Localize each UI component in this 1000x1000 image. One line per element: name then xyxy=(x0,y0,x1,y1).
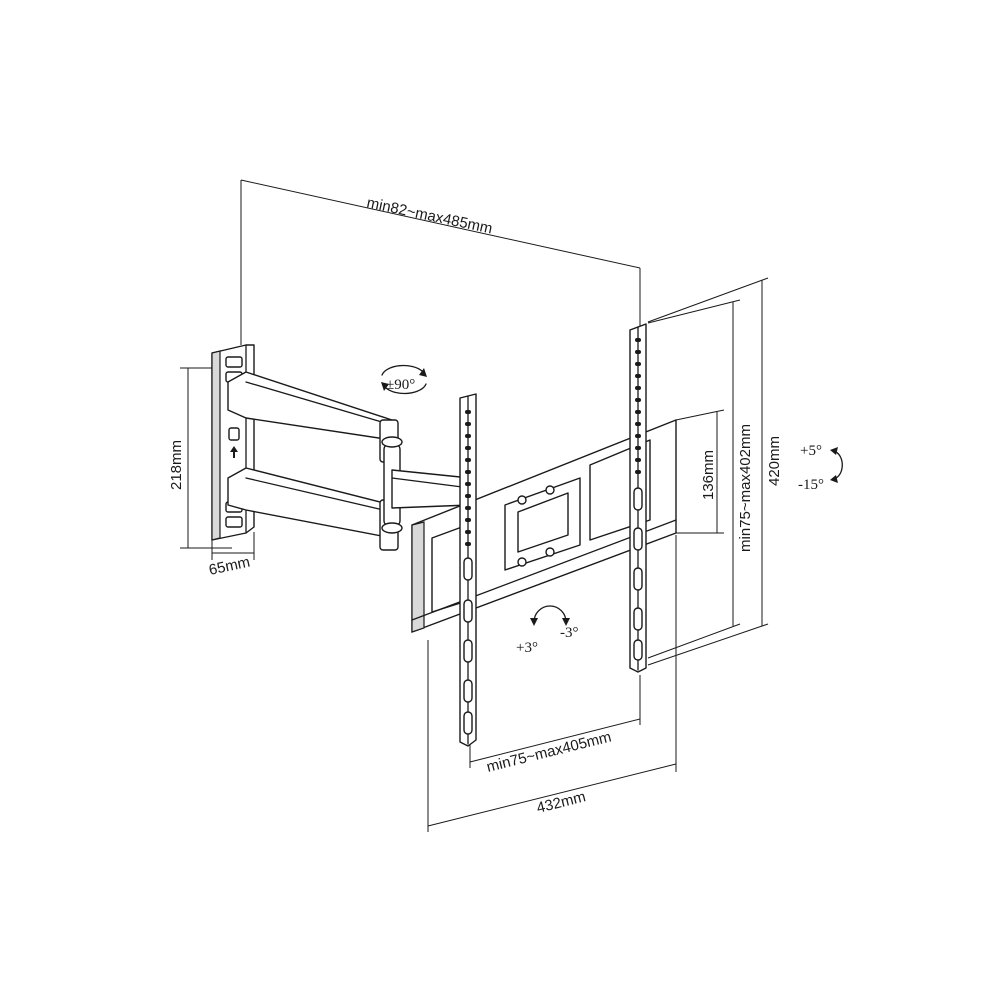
swivel-label: ±90° xyxy=(386,377,415,393)
tilt-down-label: -15° xyxy=(798,477,824,493)
depth-label: min82~max485mm xyxy=(365,194,494,237)
bracket-height-label: 420mm xyxy=(766,436,783,486)
tilt-arrow-icon xyxy=(830,447,843,483)
plate-height-label: 136mm xyxy=(700,450,717,500)
level-plus-label: +3° xyxy=(516,640,538,656)
dimension-bracket-height xyxy=(647,277,769,666)
wall-width-label: 65mm xyxy=(207,554,251,579)
level-minus-label: -3° xyxy=(560,625,579,641)
wall-height-label: 218mm xyxy=(168,440,185,490)
dimension-depth xyxy=(240,179,641,345)
dimension-bracket-width xyxy=(427,535,677,832)
right-rail xyxy=(629,323,647,673)
dimension-plate-height xyxy=(675,409,725,534)
swivel-arrow-icon xyxy=(381,364,427,395)
tilt-up-label: +5° xyxy=(800,443,822,459)
forearm xyxy=(391,469,471,509)
left-rail xyxy=(459,393,477,747)
vesa-vertical-label: min75~max402mm xyxy=(737,424,754,552)
vesa-horizontal-label: min75~max405mm xyxy=(485,728,613,775)
dimension-vesa-vertical xyxy=(647,299,741,659)
level-arrow-icon xyxy=(530,605,570,626)
